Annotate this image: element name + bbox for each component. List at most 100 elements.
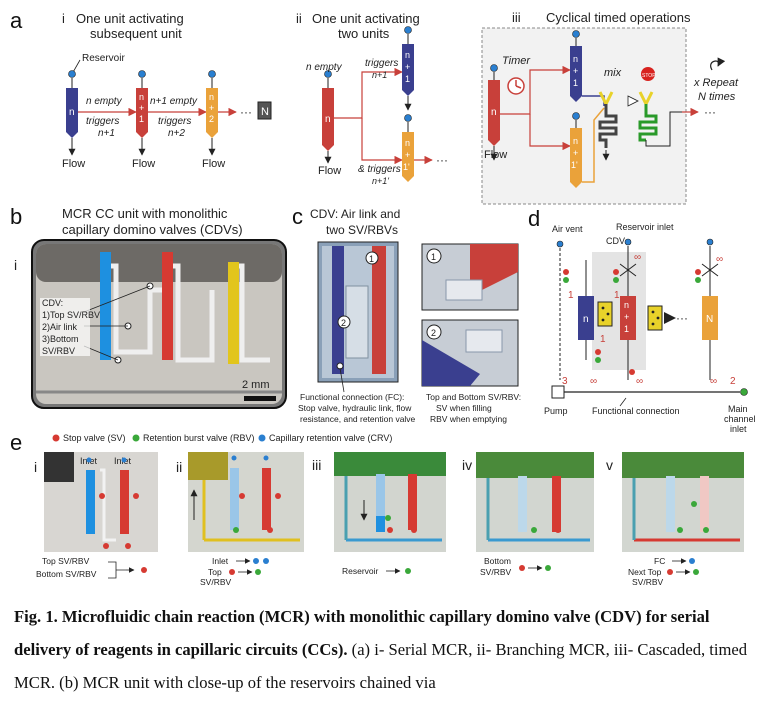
a-ii-title-1: One unit activating <box>312 11 420 26</box>
ii-flow: Flow <box>318 165 341 177</box>
e-ii-svrbv: SV/RBV <box>200 577 232 587</box>
panel-d-letter: d <box>528 206 540 231</box>
e-i-bottom-sv-rbv: Bottom SV/RBV <box>36 569 97 579</box>
reservoir-inlet-icon <box>324 70 332 78</box>
a-triggers-1: triggers <box>86 116 119 127</box>
e-iii-reservoir: Reservoir <box>342 566 379 576</box>
e-ii-inlet: Inlet <box>212 556 229 566</box>
d-inf-2: ∞ <box>634 252 641 263</box>
b-cdv-4: SV/RBV <box>42 346 75 356</box>
reservoir-inlet-icon <box>208 70 216 78</box>
a-flow-3: Flow <box>202 158 225 170</box>
d-resistance-3: 3 <box>562 376 568 387</box>
panel-d: d Air vent Reservoir inlet CDV 1 n ∞ ∞ 1… <box>528 206 756 434</box>
a-n-plus-2: n+2 <box>168 128 185 139</box>
ii-unit-n1 <box>402 44 414 96</box>
d-cdv-yellow-1 <box>597 301 613 327</box>
iii-mix-label: mix <box>604 67 622 79</box>
d-cdv: CDV <box>606 236 625 246</box>
pump-icon <box>551 385 565 399</box>
d-main-3: inlet <box>730 424 747 434</box>
ii-ellipsis: ··· <box>436 153 448 167</box>
unit-n2-reservoir <box>206 88 218 138</box>
caption-normal: (a) i- Serial MCR, ii- Branching MCR, ii… <box>14 640 748 692</box>
b-cdv-1: 1)Top SV/RBV <box>42 310 100 320</box>
panel-b: b MCR CC unit with monolithic capillary … <box>10 204 287 409</box>
unit-n1-reservoir <box>136 88 148 138</box>
c-fc-2: Stop valve, hydraulic link, flow <box>298 403 412 413</box>
stop-sign-icon <box>641 67 655 81</box>
panel-e-letter: e <box>10 430 22 455</box>
iii-unit-n <box>488 80 500 146</box>
legend-sv-icon <box>52 434 60 442</box>
e-i-numeral: i <box>34 459 37 475</box>
a-i-title-1: One unit activating <box>76 11 184 26</box>
panel-c: c CDV: Air link and two SV/RBVs 1 2 Func… <box>292 204 521 424</box>
d-pump-label: Pump <box>544 406 568 416</box>
c-title-2: two SV/RBVs <box>326 223 398 237</box>
d-inf-1: ∞ <box>590 376 597 387</box>
a-i-numeral: i <box>62 11 65 26</box>
c-closeup-marker-1: 1 <box>431 252 436 262</box>
panel-a: a i One unit activating subsequent unit … <box>10 8 739 205</box>
legend-crv: Capillary retention valve (CRV) <box>269 433 392 443</box>
iii-ellipsis: ··· <box>704 105 716 119</box>
e-v-next-top: Next Top <box>628 567 662 577</box>
iii-unit-n1 <box>570 46 582 102</box>
iii-repeat-2: N times <box>698 91 736 103</box>
b-title-1: MCR CC unit with monolithic <box>62 206 228 221</box>
e-iv-bottom: Bottom <box>484 556 511 566</box>
unit-n1-label-plus: + <box>139 103 144 113</box>
a-i-title-2: subsequent unit <box>90 26 182 41</box>
a-flow-2: Flow <box>132 158 155 170</box>
unit-n2-label-plus: + <box>209 103 214 113</box>
d-reservoir-inlet: Reservoir inlet <box>616 222 674 232</box>
e-iv-svrbv: SV/RBV <box>480 567 512 577</box>
iii-repeat-1: x Repeat <box>693 77 739 89</box>
ii-unit-n-label: n <box>325 114 331 125</box>
a-iii-title: Cyclical timed operations <box>546 10 691 25</box>
a-triggers-2: triggers <box>158 116 191 127</box>
ii-n1p: n+1' <box>372 176 389 186</box>
iii-timer-label: Timer <box>502 55 531 67</box>
iii-n1-n: n <box>573 54 578 64</box>
c-tb-3: RBV when emptying <box>430 414 507 424</box>
a-ii-numeral: ii <box>296 11 302 26</box>
ii-unit-n1p <box>402 132 414 182</box>
iii-n1p-one: 1' <box>571 160 578 170</box>
iii-n1p-n: n <box>573 136 578 146</box>
b-title-2: capillary domino valves (CDVs) <box>62 222 243 237</box>
reservoir-inlet-icon <box>404 114 412 122</box>
iii-n1-one: 1 <box>573 78 578 88</box>
d-cdv-yellow-2 <box>647 305 663 331</box>
b-yellow-channel <box>228 262 239 364</box>
reservoir-inlet-icon <box>572 112 580 120</box>
caption-bold: Fig. 1. Microfluidic chain reaction (MCR… <box>14 607 710 659</box>
d-unit-N <box>702 296 718 340</box>
e-iii-numeral: iii <box>312 457 321 473</box>
b-cdv-label: CDV: <box>42 298 63 308</box>
iii-unit-n1p <box>570 128 582 188</box>
d-main-1: Main <box>728 404 748 414</box>
panel-a-letter: a <box>10 8 23 33</box>
e-i-top-sv-rbv: Top SV/RBV <box>42 556 90 566</box>
a-ii-title-2: two units <box>338 26 390 41</box>
b-scale-bar <box>244 396 276 401</box>
ii-n1p-one: 1' <box>403 162 410 172</box>
e-v-svrbv: SV/RBV <box>632 577 664 587</box>
ii-n1-plus: + <box>405 62 410 72</box>
mixer-serpentine-icon <box>598 104 618 148</box>
ii-n1-one: 1 <box>405 74 410 84</box>
d-ellipsis: ··· <box>676 311 688 325</box>
figure-caption: Fig. 1. Microfluidic chain reaction (MCR… <box>14 600 766 699</box>
c-marker-2: 2 <box>341 318 346 328</box>
iii-n1p-plus: + <box>573 148 578 158</box>
c-fc-1: Functional connection (FC): <box>300 392 404 402</box>
d-inf-3: ∞ <box>636 376 643 387</box>
unit-n2-label-n: n <box>209 92 214 102</box>
iii-n1-plus: + <box>573 66 578 76</box>
d-unit-n1-a: n <box>624 300 629 310</box>
ii-unit-n <box>322 88 334 151</box>
legend-rbv-icon <box>132 434 140 442</box>
c-tb-2: SV when filling <box>436 403 492 413</box>
